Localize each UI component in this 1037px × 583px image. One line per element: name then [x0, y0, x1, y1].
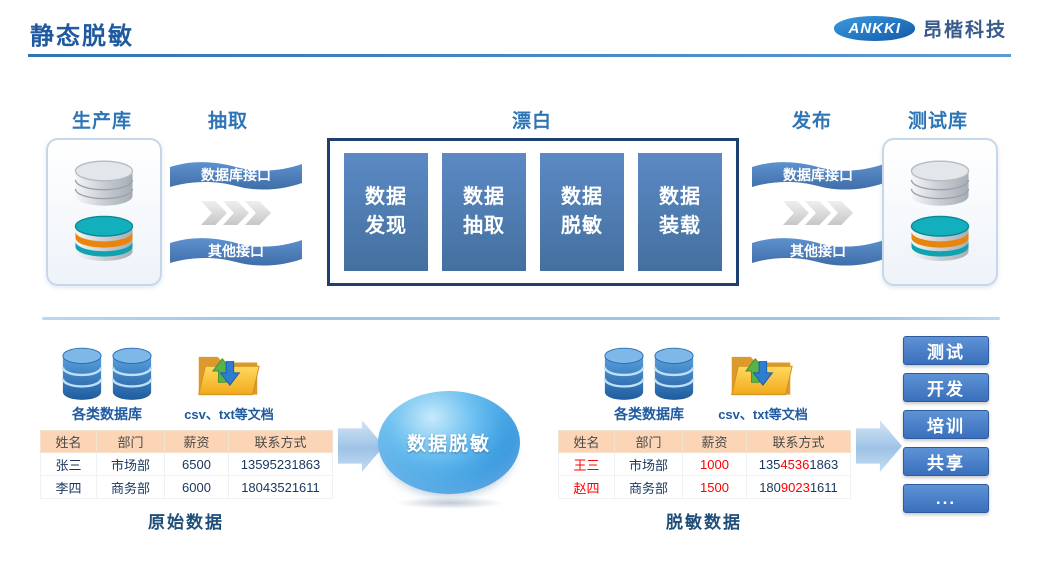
database-stack-icon: [74, 160, 134, 262]
ribbon-other-interface-publish: 其他接口: [752, 233, 884, 269]
table-cell: 王三: [558, 452, 615, 476]
extract-interfaces: 数据库接口 其他接口: [170, 157, 302, 269]
ribbon-shape: [170, 162, 302, 190]
table-cell: 18043521611: [228, 475, 333, 499]
test-db-box: [882, 138, 998, 286]
ribbon-label: 其他接口: [790, 243, 846, 259]
table-cell: 李四: [40, 475, 97, 499]
masking-sphere-label: 数据脱敏: [406, 434, 491, 455]
table-cell: 市场部: [96, 452, 165, 476]
masked-data-caption: 脱敏数据: [666, 513, 742, 532]
right-db-label: 各类数据库: [614, 406, 684, 422]
ankki-logo-text: ANKKI: [848, 20, 901, 37]
column-header: 部门: [614, 430, 683, 453]
ribbon-db-interface-publish: 数据库接口: [752, 157, 884, 193]
database-icon: [653, 347, 695, 400]
target-box-share: 共享: [903, 447, 989, 476]
table-cell: 13595231863: [228, 452, 333, 476]
table-cell: 赵四: [558, 475, 615, 499]
target-box-more: ...: [903, 484, 989, 513]
sphere-shadow: [395, 497, 505, 509]
folder-documents-icon: [198, 356, 260, 396]
database-icon: [111, 347, 153, 400]
column-header: 薪资: [164, 430, 229, 453]
page-title: 静态脱敏: [30, 23, 134, 50]
column-header: 薪资: [682, 430, 747, 453]
production-db-box: [46, 138, 162, 286]
bleach-process-box: 数据 发现 数据 抽取 数据 脱敏 数据 装载: [327, 138, 739, 286]
database-icon: [603, 347, 645, 400]
bleach-step-discovery: 数据 发现: [344, 153, 428, 271]
table-cell: 18090231611: [746, 475, 851, 499]
right-arrow-icon: [856, 420, 902, 472]
header-divider: [28, 54, 1011, 57]
ribbon-shape: [752, 162, 884, 190]
flow-chevrons-icon: [783, 201, 853, 225]
ribbon-label: 数据库接口: [783, 167, 853, 183]
table-cell: 商务部: [96, 475, 165, 499]
bleach-step-load: 数据 装载: [638, 153, 722, 271]
ribbon-other-interface-extract: 其他接口: [170, 233, 302, 269]
database-icon: [61, 347, 103, 400]
table-cell: 6000: [164, 475, 229, 499]
column-header: 部门: [96, 430, 165, 453]
table-cell: 张三: [40, 452, 97, 476]
folder-documents-icon: [731, 356, 793, 396]
table-cell: 市场部: [614, 452, 683, 476]
column-header: 联系方式: [228, 430, 333, 453]
table-cell: 6500: [164, 452, 229, 476]
column-header: 姓名: [40, 430, 97, 453]
target-box-dev: 开发: [903, 373, 989, 402]
left-file-label: csv、txt等文档: [184, 407, 274, 422]
ribbon-shape: [752, 238, 884, 266]
left-db-label: 各类数据库: [72, 406, 142, 422]
ribbon-shape: [170, 238, 302, 266]
ribbon-label: 数据库接口: [201, 167, 271, 183]
publish-interfaces: 数据库接口 其他接口: [752, 157, 884, 269]
company-logo: ANKKI 昂楷科技: [834, 15, 1007, 42]
column-header: 姓名: [558, 430, 615, 453]
target-box-training: 培训: [903, 410, 989, 439]
original-data-caption: 原始数据: [148, 513, 224, 532]
table-cell: 1000: [682, 452, 747, 476]
bleach-step-extract: 数据 抽取: [442, 153, 526, 271]
table-cell: 商务部: [614, 475, 683, 499]
extract-label: 抽取: [208, 111, 249, 132]
ribbon-label: 其他接口: [208, 243, 264, 259]
column-header: 联系方式: [746, 430, 851, 453]
target-db-label: 测试库: [908, 111, 969, 132]
section-divider: [42, 317, 1000, 320]
company-name: 昂楷科技: [922, 20, 1007, 41]
table-cell: 13545361863: [746, 452, 851, 476]
table-cell: 1500: [682, 475, 747, 499]
bleach-label: 漂白: [512, 111, 553, 132]
flow-chevrons-icon: [201, 201, 271, 225]
ankki-logo-badge: ANKKI: [834, 16, 915, 41]
ribbon-db-interface-extract: 数据库接口: [170, 157, 302, 193]
right-file-label: csv、txt等文档: [718, 407, 808, 422]
masking-sphere: 数据脱敏: [378, 391, 520, 494]
bleach-step-mask: 数据 脱敏: [540, 153, 624, 271]
database-stack-icon: [910, 160, 970, 262]
publish-label: 发布: [792, 111, 833, 132]
source-db-label: 生产库: [72, 111, 133, 132]
right-arrow-icon: [338, 420, 384, 472]
target-box-test: 测试: [903, 336, 989, 365]
